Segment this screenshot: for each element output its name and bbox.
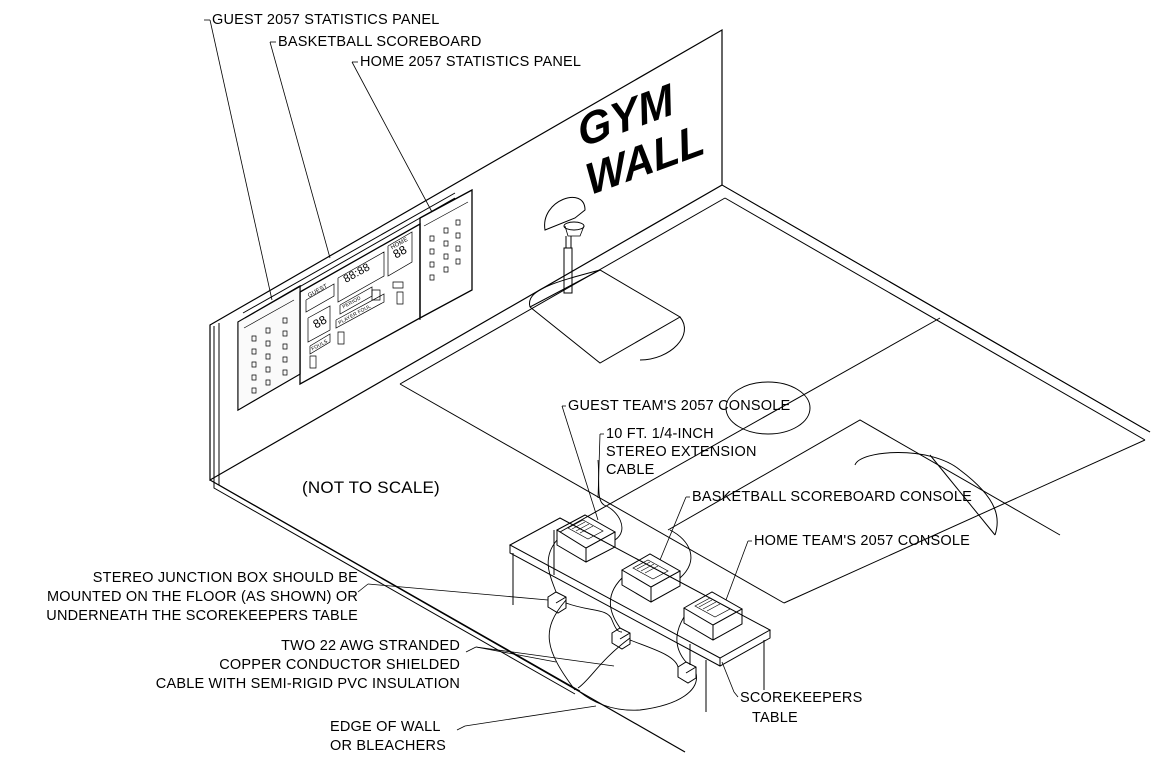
scoreboard-assembly — [238, 190, 472, 410]
home-stat-panel — [420, 190, 472, 318]
leader-lines — [204, 20, 752, 730]
scoreboard-label: BASKETBALL SCOREBOARD — [278, 34, 482, 50]
edge-label-2: OR BLEACHERS — [330, 738, 447, 754]
home-console — [684, 592, 742, 640]
scorekeepers-table — [510, 518, 770, 712]
junction-box-label-3: UNDERNEATH THE SCOREKEEPERS TABLE — [46, 608, 358, 624]
extension-cable-label-3: CABLE — [606, 462, 655, 478]
not-to-scale-note: (NOT TO SCALE) — [302, 478, 440, 497]
wire-label-2: COPPER CONDUCTOR SHIELDED — [219, 657, 460, 673]
table-label-2: TABLE — [752, 710, 798, 726]
basketball-hoop — [545, 197, 585, 293]
guest-panel-label: GUEST 2057 STATISTICS PANEL — [212, 12, 440, 28]
junction-box-label-1: STEREO JUNCTION BOX SHOULD BE — [92, 570, 358, 586]
extension-cable-label-1: 10 FT. 1/4-INCH — [606, 426, 714, 442]
guest-console — [557, 515, 615, 562]
wire-label-3: CABLE WITH SEMI-RIGID PVC INSULATION — [155, 676, 460, 692]
extension-cable-label-2: STEREO EXTENSION — [606, 444, 757, 460]
cables — [548, 460, 696, 710]
home-panel-label: HOME 2057 STATISTICS PANEL — [360, 54, 582, 70]
home-panel-cells — [424, 202, 468, 280]
scoreboard-cells — [306, 232, 412, 368]
scoreboard-console-label: BASKETBALL SCOREBOARD CONSOLE — [692, 489, 973, 505]
bleacher-edge — [214, 323, 580, 694]
guest-panel-cells — [244, 300, 294, 393]
scoreboard-console — [622, 554, 680, 602]
guest-console-label: GUEST TEAM'S 2057 CONSOLE — [568, 398, 791, 414]
junction-box-label-2: MOUNTED ON THE FLOOR (AS SHOWN) OR — [46, 589, 358, 605]
table-label-1: SCOREKEEPERS — [740, 690, 863, 706]
edge-label-1: EDGE OF WALL — [330, 719, 441, 735]
home-console-label: HOME TEAM'S 2057 CONSOLE — [754, 533, 971, 549]
wire-label-1: TWO 22 AWG STRANDED — [281, 638, 460, 654]
court-lines — [400, 198, 1145, 603]
